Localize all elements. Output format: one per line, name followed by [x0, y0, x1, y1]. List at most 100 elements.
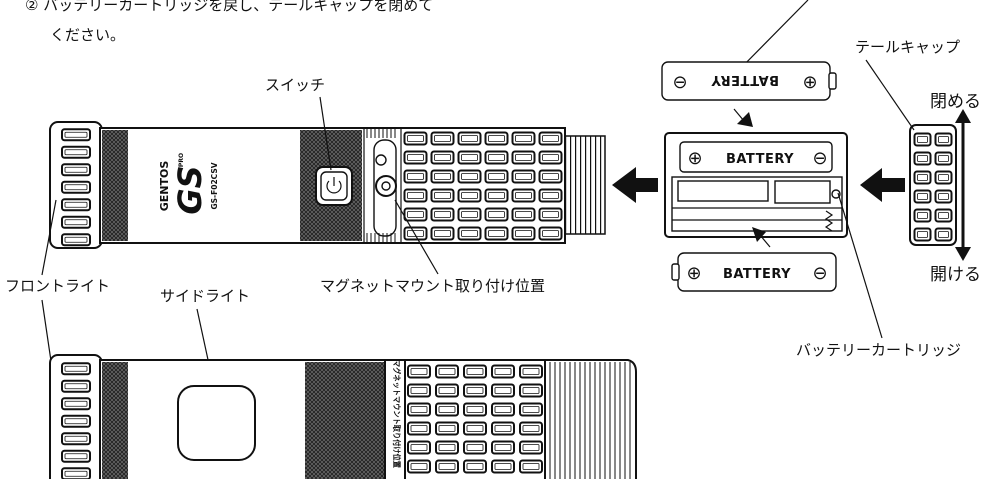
front-light-label: フロントライト [5, 277, 110, 295]
small-arrow-up [752, 227, 771, 248]
bezel-slot [61, 432, 91, 446]
grid-slot-inner [410, 368, 428, 375]
front-light-callout-top [41, 199, 57, 276]
cartridge-contact-block [774, 180, 831, 204]
tail-cap-slot [913, 132, 932, 147]
tail-cap-slot-inner [917, 212, 928, 219]
insert-arrow-left [612, 167, 658, 203]
bezel-slot-inner [64, 184, 88, 191]
close-label: 閉める [930, 92, 981, 112]
front-bezel-slots [61, 128, 91, 247]
magnet-mount-band-text: マグネットマウント取り付け位置 [392, 360, 402, 468]
bezel-slot-inner [64, 219, 88, 226]
close-open-arrow [955, 109, 971, 261]
bezel-slot [61, 163, 91, 177]
grid-slot-inner [410, 425, 428, 432]
grid-slot-inner [461, 154, 478, 161]
grid-slot-inner [494, 368, 512, 375]
logo-text: GS [171, 165, 209, 214]
tail-cap-slot [934, 189, 953, 204]
grid-slot-inner [494, 463, 512, 470]
magnet-mount-label: マグネットマウント取り付け位置 [320, 277, 545, 295]
grid-slot-inner [461, 211, 478, 218]
cartridge-contact [831, 189, 841, 199]
switch-button [315, 166, 353, 206]
grid-slot-inner [466, 387, 484, 394]
grid-slot-inner [466, 406, 484, 413]
pro-text: PRO [178, 153, 185, 167]
grid-slot-inner [494, 444, 512, 451]
bezel-slot [61, 379, 91, 393]
bezel-slot [61, 414, 91, 428]
cartridge-minus-symbol: ⊖ [812, 148, 827, 169]
arrow-up-head [955, 109, 971, 123]
grid-slot-inner [438, 406, 456, 413]
power-icon [326, 180, 342, 194]
tail-cap-slot [913, 208, 932, 223]
open-label: 開ける [930, 265, 981, 285]
bezel-slot-inner [64, 418, 88, 425]
grid-slot-inner [407, 154, 424, 161]
grid-slot-inner [434, 211, 451, 218]
grid-slot-inner [522, 444, 540, 451]
tail-cap-slot-inner [917, 136, 928, 143]
bezel-slot-inner [64, 365, 88, 372]
product-logo: GENTOS GS PRO GS-F02CSV [158, 153, 219, 215]
grid-slot-inner [488, 173, 505, 180]
battery-label: BATTERY [711, 72, 779, 87]
tail-cap-slot-inner [938, 231, 949, 238]
battery-cartridge-label: バッテリーカートリッジ [796, 341, 961, 359]
knurl-band-front [102, 130, 128, 241]
grip-grid-top [403, 131, 563, 241]
grid-slot-inner [466, 368, 484, 375]
grid-slot-inner [434, 230, 451, 237]
tail-cap-slot-inner [917, 174, 928, 181]
grid-slot-inner [438, 425, 456, 432]
grid-slot-inner [494, 387, 512, 394]
grid-slot-inner [515, 192, 532, 199]
grid-slot-inner [515, 154, 532, 161]
flashlight-top: GENTOS GS PRO GS-F02CSV [49, 121, 606, 249]
knurl-band-front [102, 362, 128, 479]
bezel-slot [61, 180, 91, 194]
grid-slot-inner [461, 192, 478, 199]
grid-slot-inner [515, 135, 532, 142]
tail-cap-slot-inner [917, 155, 928, 162]
bezel-slot-inner [64, 400, 88, 407]
grid-slot-inner [488, 135, 505, 142]
grid-slot-inner [542, 192, 559, 199]
tail-cap-slot [913, 227, 932, 242]
bezel-slot [61, 233, 91, 247]
cap-arrow-left [860, 168, 905, 202]
tail-cap-slot-inner [938, 212, 949, 219]
grid-slot-inner [522, 387, 540, 394]
grip-grid-bottom [407, 364, 543, 474]
clip-hole [375, 154, 387, 166]
instruction-line2: ください。 [50, 26, 125, 44]
small-arrow-down [733, 108, 753, 127]
grid-slot-inner [542, 173, 559, 180]
grid-slot-inner [542, 154, 559, 161]
magnet-clip-center [381, 181, 391, 191]
grid-slot-inner [542, 211, 559, 218]
bezel-slot [61, 215, 91, 229]
front-bezel-slots [61, 362, 91, 479]
grid-slot-inner [461, 135, 478, 142]
magnet-mount-callout [394, 199, 439, 275]
battery-plus-symbol: ⊕ [802, 72, 817, 93]
small-arrow-head [752, 227, 766, 242]
ribbed-tail-lines [549, 362, 631, 479]
grid-slot-inner [494, 425, 512, 432]
battery-minus-symbol: ⊖ [672, 72, 687, 93]
bezel-slot-inner [64, 131, 88, 138]
tail-cap-callout [865, 59, 915, 131]
bezel-slot [61, 362, 91, 376]
cartridge-battery-label: BATTERY [726, 152, 794, 167]
tail-cap-slot [913, 151, 932, 166]
bezel-slot [61, 467, 91, 479]
grid-slot-inner [488, 211, 505, 218]
grid-slot-inner [438, 368, 456, 375]
grid-slot-inner [407, 230, 424, 237]
battery-bottom: ⊕ BATTERY ⊖ [671, 252, 837, 292]
